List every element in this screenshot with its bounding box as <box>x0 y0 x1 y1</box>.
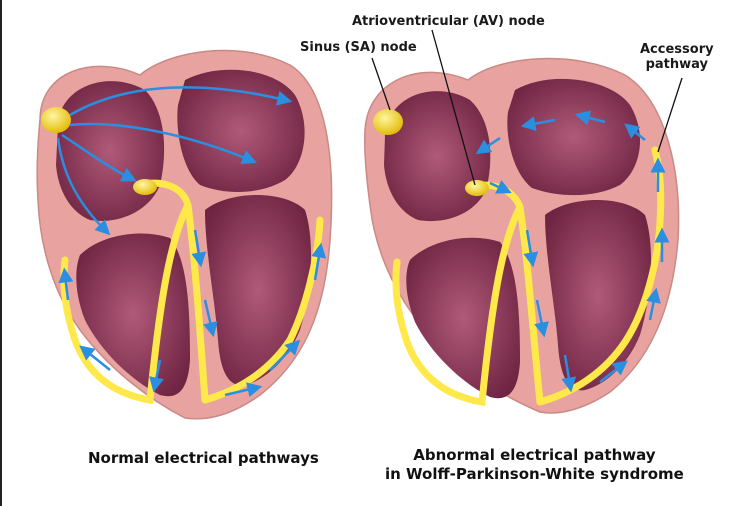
sa-node-label: Sinus (SA) node <box>300 40 417 55</box>
abnormal-caption-line2: in Wolff-Parkinson-White syndrome <box>385 465 684 483</box>
normal-arrow-1 <box>69 86 293 117</box>
wpw-av-node <box>465 180 489 196</box>
wpw-heart <box>364 57 680 414</box>
accessory-leader <box>657 77 683 153</box>
normal-left-atrium <box>177 69 305 192</box>
wpw-arrow-2 <box>574 110 606 126</box>
wpw-arrow-9 <box>599 360 628 383</box>
normal-arrow-8 <box>79 345 111 371</box>
normal-arrow-6 <box>202 299 218 338</box>
normal-arrow-2 <box>69 122 257 165</box>
normal-arrow-7 <box>149 359 164 393</box>
normal-left-ventricle <box>205 195 312 386</box>
normal-right-atrium <box>56 81 165 221</box>
accessory-label-line2: pathway <box>645 57 708 72</box>
abnormal-caption-line1: Abnormal electrical pathway <box>413 446 656 464</box>
accessory-label-line1: Accessory <box>640 42 714 57</box>
abnormal-caption: Abnormal electrical pathway in Wolff-Par… <box>385 446 684 484</box>
normal-heart <box>36 49 333 420</box>
wpw-arrow-3 <box>624 123 646 141</box>
sa-node-leader <box>371 57 391 111</box>
wpw-arrow-1 <box>520 116 556 132</box>
wpw-arrow-7 <box>534 299 549 338</box>
wpw-arrow-5 <box>489 180 512 194</box>
wpw-arrow-8 <box>561 354 577 393</box>
normal-arrow-12 <box>224 382 263 398</box>
normal-caption: Normal electrical pathways <box>88 449 319 467</box>
av-node-label: Atrioventricular (AV) node <box>352 14 545 29</box>
wpw-left-atrium <box>507 78 641 196</box>
left-border <box>0 0 2 506</box>
normal-arrow-4 <box>56 137 111 236</box>
normal-arrow-5 <box>191 229 207 268</box>
normal-arrow-9 <box>58 267 74 301</box>
wpw-arrow-10 <box>646 287 661 321</box>
normal-sa-node <box>41 107 71 133</box>
av-node-leader <box>431 29 476 186</box>
accessory-pathway-label: Accessory pathway <box>640 42 714 72</box>
normal-arrow-10 <box>269 339 301 371</box>
wpw-right-atrium <box>384 91 491 222</box>
wpw-sa-node <box>373 109 403 135</box>
wpw-arrow-4 <box>475 136 501 155</box>
wpw-right-ventricle <box>406 237 520 399</box>
normal-av-node <box>133 179 157 195</box>
wpw-arrow-6 <box>523 229 539 268</box>
normal-right-ventricle <box>76 233 190 397</box>
normal-arrow-11 <box>311 242 327 281</box>
normal-arrow-3 <box>61 133 137 182</box>
